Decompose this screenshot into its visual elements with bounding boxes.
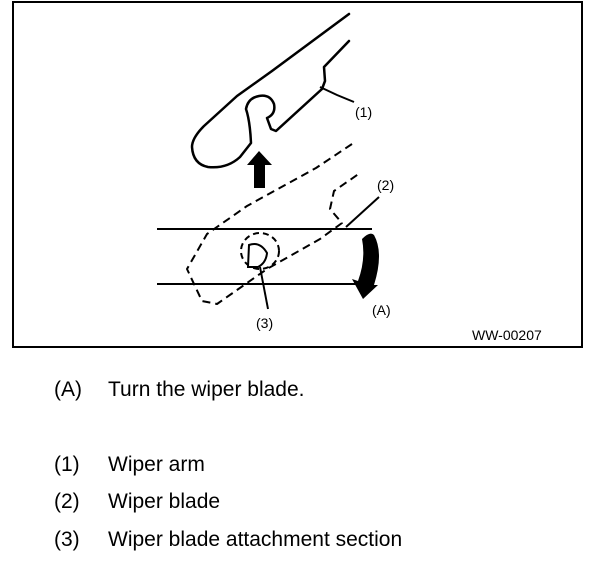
leader-line-2 (345, 196, 380, 228)
callout-2: (2) (377, 177, 394, 193)
legend-item-ref: (1) (54, 453, 80, 476)
figure-code: WW-00207 (472, 327, 542, 343)
legend-item-ref: (3) (54, 528, 80, 551)
callout-3: (3) (256, 315, 273, 331)
wiper-blade-outline (186, 143, 361, 305)
legend-item-wiper-arm: (1) Wiper arm (54, 452, 205, 478)
diagram-figure: (1) (3) (2) (A) WW-00207 (12, 1, 583, 348)
legend-note-ref: (A) (54, 378, 82, 401)
attachment-section-dashed (240, 232, 280, 270)
legend-item-ref: (2) (54, 490, 80, 513)
legend-item-wiper-blade: (2) Wiper blade (54, 489, 220, 515)
legend-item-attachment-section: (3) Wiper blade attachment section (54, 527, 402, 553)
diagram-canvas: (1) (3) (2) (A) WW-00207 (12, 1, 583, 348)
legend-note-text: Turn the wiper blade. (108, 378, 305, 401)
legend-item-text: Wiper arm (108, 453, 205, 476)
callout-1: (1) (355, 104, 372, 120)
legend-note: (A) Turn the wiper blade. (54, 377, 305, 403)
attachment-clip (246, 243, 269, 268)
rotation-arrow (352, 233, 379, 299)
callout-a: (A) (372, 302, 391, 318)
figure-frame (12, 1, 583, 348)
legend-item-text: Wiper blade (108, 490, 221, 513)
leader-line-3 (259, 266, 269, 310)
leader-line-1 (319, 86, 355, 103)
legend-item-text: Wiper blade attachment section (108, 528, 403, 551)
wiper-arm-shape (190, 12, 351, 169)
up-arrow (247, 151, 272, 188)
